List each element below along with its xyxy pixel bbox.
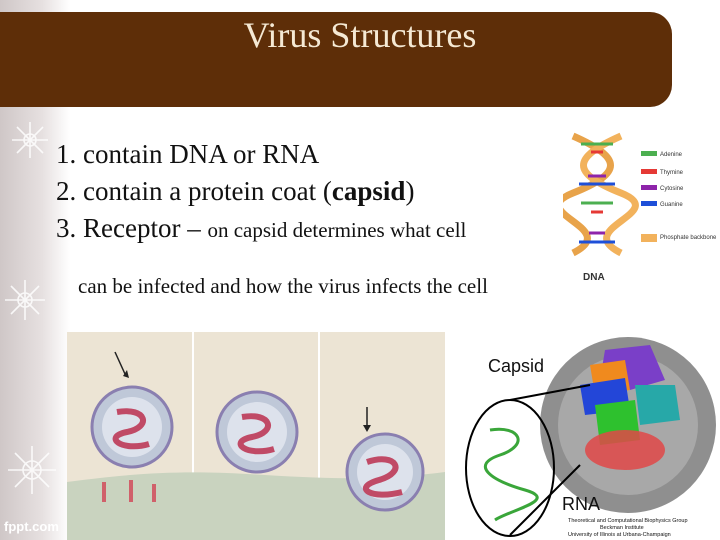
legend-thymine: Thymine (660, 170, 684, 176)
bullet-3-text: 3. Receptor – (56, 213, 208, 243)
bullet-3-continuation: can be infected and how the virus infect… (78, 274, 488, 298)
dna-diagram: DNA Adenine Thymine Cytosine Guanine Pho… (555, 128, 720, 284)
bullet-3: 3. Receptor – on capsid determines what … (56, 210, 556, 249)
virus-infection-illustration (67, 332, 445, 540)
virus-particle-icon (215, 390, 299, 474)
dna-helix-icon (555, 132, 639, 257)
footer-brand: fppt.com (4, 519, 59, 534)
capsid-rna-diagram: Capsid RNA Theoretical and Computational… (450, 330, 720, 540)
phosphate-swatch (641, 234, 657, 242)
legend-phosphate: Phosphate backbone (660, 235, 717, 241)
bullet-3-detail: on capsid determines what cell (207, 218, 467, 242)
rna-label: RNA (562, 494, 600, 514)
slide-title: Virus Structures (243, 15, 477, 55)
dna-legend: Adenine Thymine Cytosine Guanine Phospha… (641, 151, 717, 242)
dna-label: DNA (583, 272, 605, 283)
cytosine-swatch (641, 185, 657, 190)
bullet-2-text: 2. contain a protein coat ( (56, 176, 332, 206)
capsid-label: Capsid (488, 356, 544, 376)
rna-zoom-circle (465, 399, 555, 537)
virus-particle-icon (90, 385, 174, 469)
title-bar (0, 12, 672, 107)
bullet-list: 1. contain DNA or RNA 2. contain a prote… (56, 136, 556, 249)
credit-line-2: Beckman Institute (600, 525, 644, 531)
credit-line-3: University of Illinois at Urbana-Champai… (568, 532, 671, 538)
bullet-2: 2. contain a protein coat (capsid) (56, 173, 556, 210)
legend-adenine: Adenine (660, 152, 683, 158)
rna-strand-icon (484, 427, 539, 522)
capsid-model-icon (540, 337, 716, 513)
bullet-1-text: 1. contain DNA or RNA (56, 139, 320, 169)
adenine-swatch (641, 151, 657, 156)
guanine-swatch (641, 201, 657, 206)
legend-cytosine: Cytosine (660, 186, 684, 192)
legend-guanine: Guanine (660, 202, 683, 208)
bullet-2-bold: capsid (331, 176, 406, 206)
credit-line-1: Theoretical and Computational Biophysics… (568, 518, 688, 524)
thymine-swatch (641, 169, 657, 174)
arrow-icon (114, 351, 371, 432)
virus-particle-icon (345, 432, 425, 512)
receptor-icon (102, 480, 156, 502)
snowflake-pattern-icon (5, 122, 56, 494)
bullet-1: 1. contain DNA or RNA (56, 136, 556, 173)
bullet-2-close: ) (405, 176, 415, 206)
